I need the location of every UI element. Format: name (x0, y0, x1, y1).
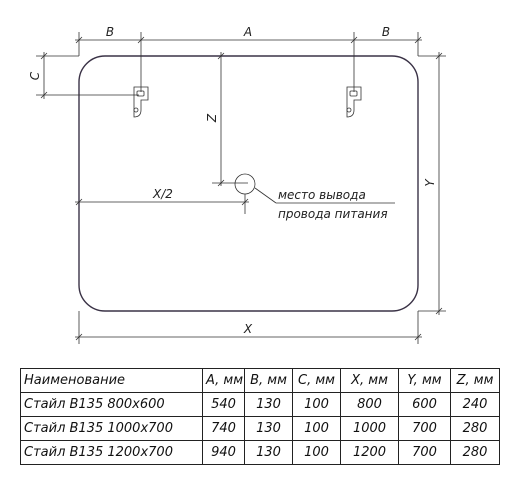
dim-label-b-left: B (106, 25, 114, 39)
cell-z: 280 (450, 440, 500, 465)
cell-z: 280 (450, 416, 500, 441)
cell-x: 800 (340, 392, 399, 417)
dim-label-y: Y (423, 178, 437, 187)
cell-name: Стайл B135 1000x700 (20, 416, 203, 441)
header-x: X, мм (340, 368, 399, 393)
mirror-outline (78, 55, 419, 312)
leader-line (254, 187, 277, 204)
table-header-row: Наименование A, мм B, мм C, мм X, мм Y, … (20, 368, 500, 393)
cell-b: 130 (244, 416, 293, 441)
cell-name: Стайл B135 1200x700 (20, 440, 203, 465)
header-name: Наименование (20, 368, 203, 393)
cell-y: 700 (398, 416, 451, 441)
cell-a: 740 (202, 416, 245, 441)
specification-table: Наименование A, мм B, мм C, мм X, мм Y, … (20, 368, 500, 465)
dimension-ticks-x (75, 333, 422, 341)
mounting-bracket-left (133, 86, 149, 118)
cell-y: 700 (398, 440, 451, 465)
dim-label-b-right: B (382, 25, 390, 39)
mounting-bracket-right (346, 86, 362, 118)
note-line-1: место вывода (278, 188, 366, 202)
dimension-ticks-top (75, 36, 422, 44)
cell-z: 240 (450, 392, 500, 417)
cell-c: 100 (292, 440, 341, 465)
header-z: Z, мм (450, 368, 500, 393)
dim-label-x-half: X/2 (152, 187, 173, 201)
technical-drawing: B A B C Z X/2 место вывода провода питан… (28, 25, 446, 344)
cell-c: 100 (292, 392, 341, 417)
table-row: Стайл B135 800x600 540 130 100 800 600 2… (20, 392, 500, 417)
power-outlet-circle (234, 173, 256, 195)
cell-x: 1000 (340, 416, 399, 441)
cell-x: 1200 (340, 440, 399, 465)
header-c: C, мм (292, 368, 341, 393)
header-y: Y, мм (398, 368, 451, 393)
cell-name: Стайл B135 800x600 (20, 392, 203, 417)
cell-b: 130 (244, 440, 293, 465)
table-row: Стайл B135 1200x700 940 130 100 1200 700… (20, 440, 500, 465)
dim-label-x: X (243, 322, 253, 336)
dimension-ticks-x-half (75, 198, 249, 206)
dim-label-c: C (28, 71, 42, 80)
cell-a: 940 (202, 440, 245, 465)
cell-c: 100 (292, 416, 341, 441)
header-a: A, мм (202, 368, 245, 393)
dim-label-z: Z (205, 113, 219, 123)
dimension-ticks-c (40, 52, 48, 99)
table-row: Стайл B135 1000x700 740 130 100 1000 700… (20, 416, 500, 441)
note-line-2: провода питания (278, 207, 388, 221)
cell-a: 540 (202, 392, 245, 417)
dimension-ticks-y (435, 52, 443, 315)
header-b: B, мм (244, 368, 293, 393)
cell-b: 130 (244, 392, 293, 417)
cell-y: 600 (398, 392, 451, 417)
dim-label-a: A (243, 25, 252, 39)
